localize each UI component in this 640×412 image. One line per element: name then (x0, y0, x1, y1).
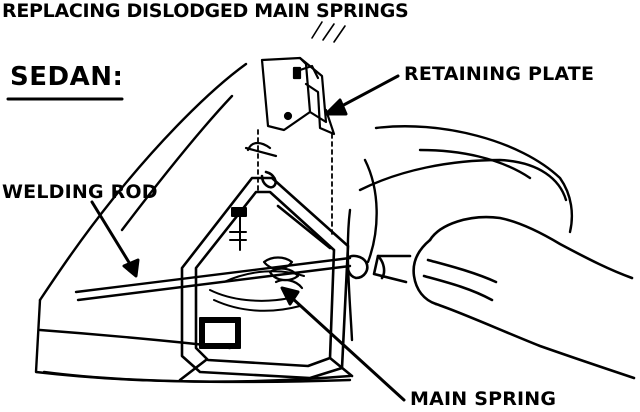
door-panel-frame (178, 170, 354, 382)
callout-main-spring: MAIN SPRING (410, 388, 557, 410)
page-title: REPLACING DISLODGED MAIN SPRINGS (2, 0, 409, 22)
hatch-marks (311, 21, 346, 43)
mechanism-interior (199, 207, 305, 349)
callout-welding-rod: WELDING ROD (2, 181, 158, 203)
hand-illustration (345, 215, 636, 380)
welding-rod (74, 256, 352, 302)
retaining-plate-arrow (324, 74, 400, 116)
install-guide-lines (257, 129, 333, 237)
section-label-sedan: SEDAN: (10, 62, 124, 92)
retaining-plate-part (244, 56, 336, 158)
welding-rod-arrow (90, 200, 140, 278)
callout-retaining-plate: RETAINING PLATE (404, 63, 595, 85)
main-spring-arrow (280, 286, 406, 402)
car-body-outline (34, 62, 574, 384)
